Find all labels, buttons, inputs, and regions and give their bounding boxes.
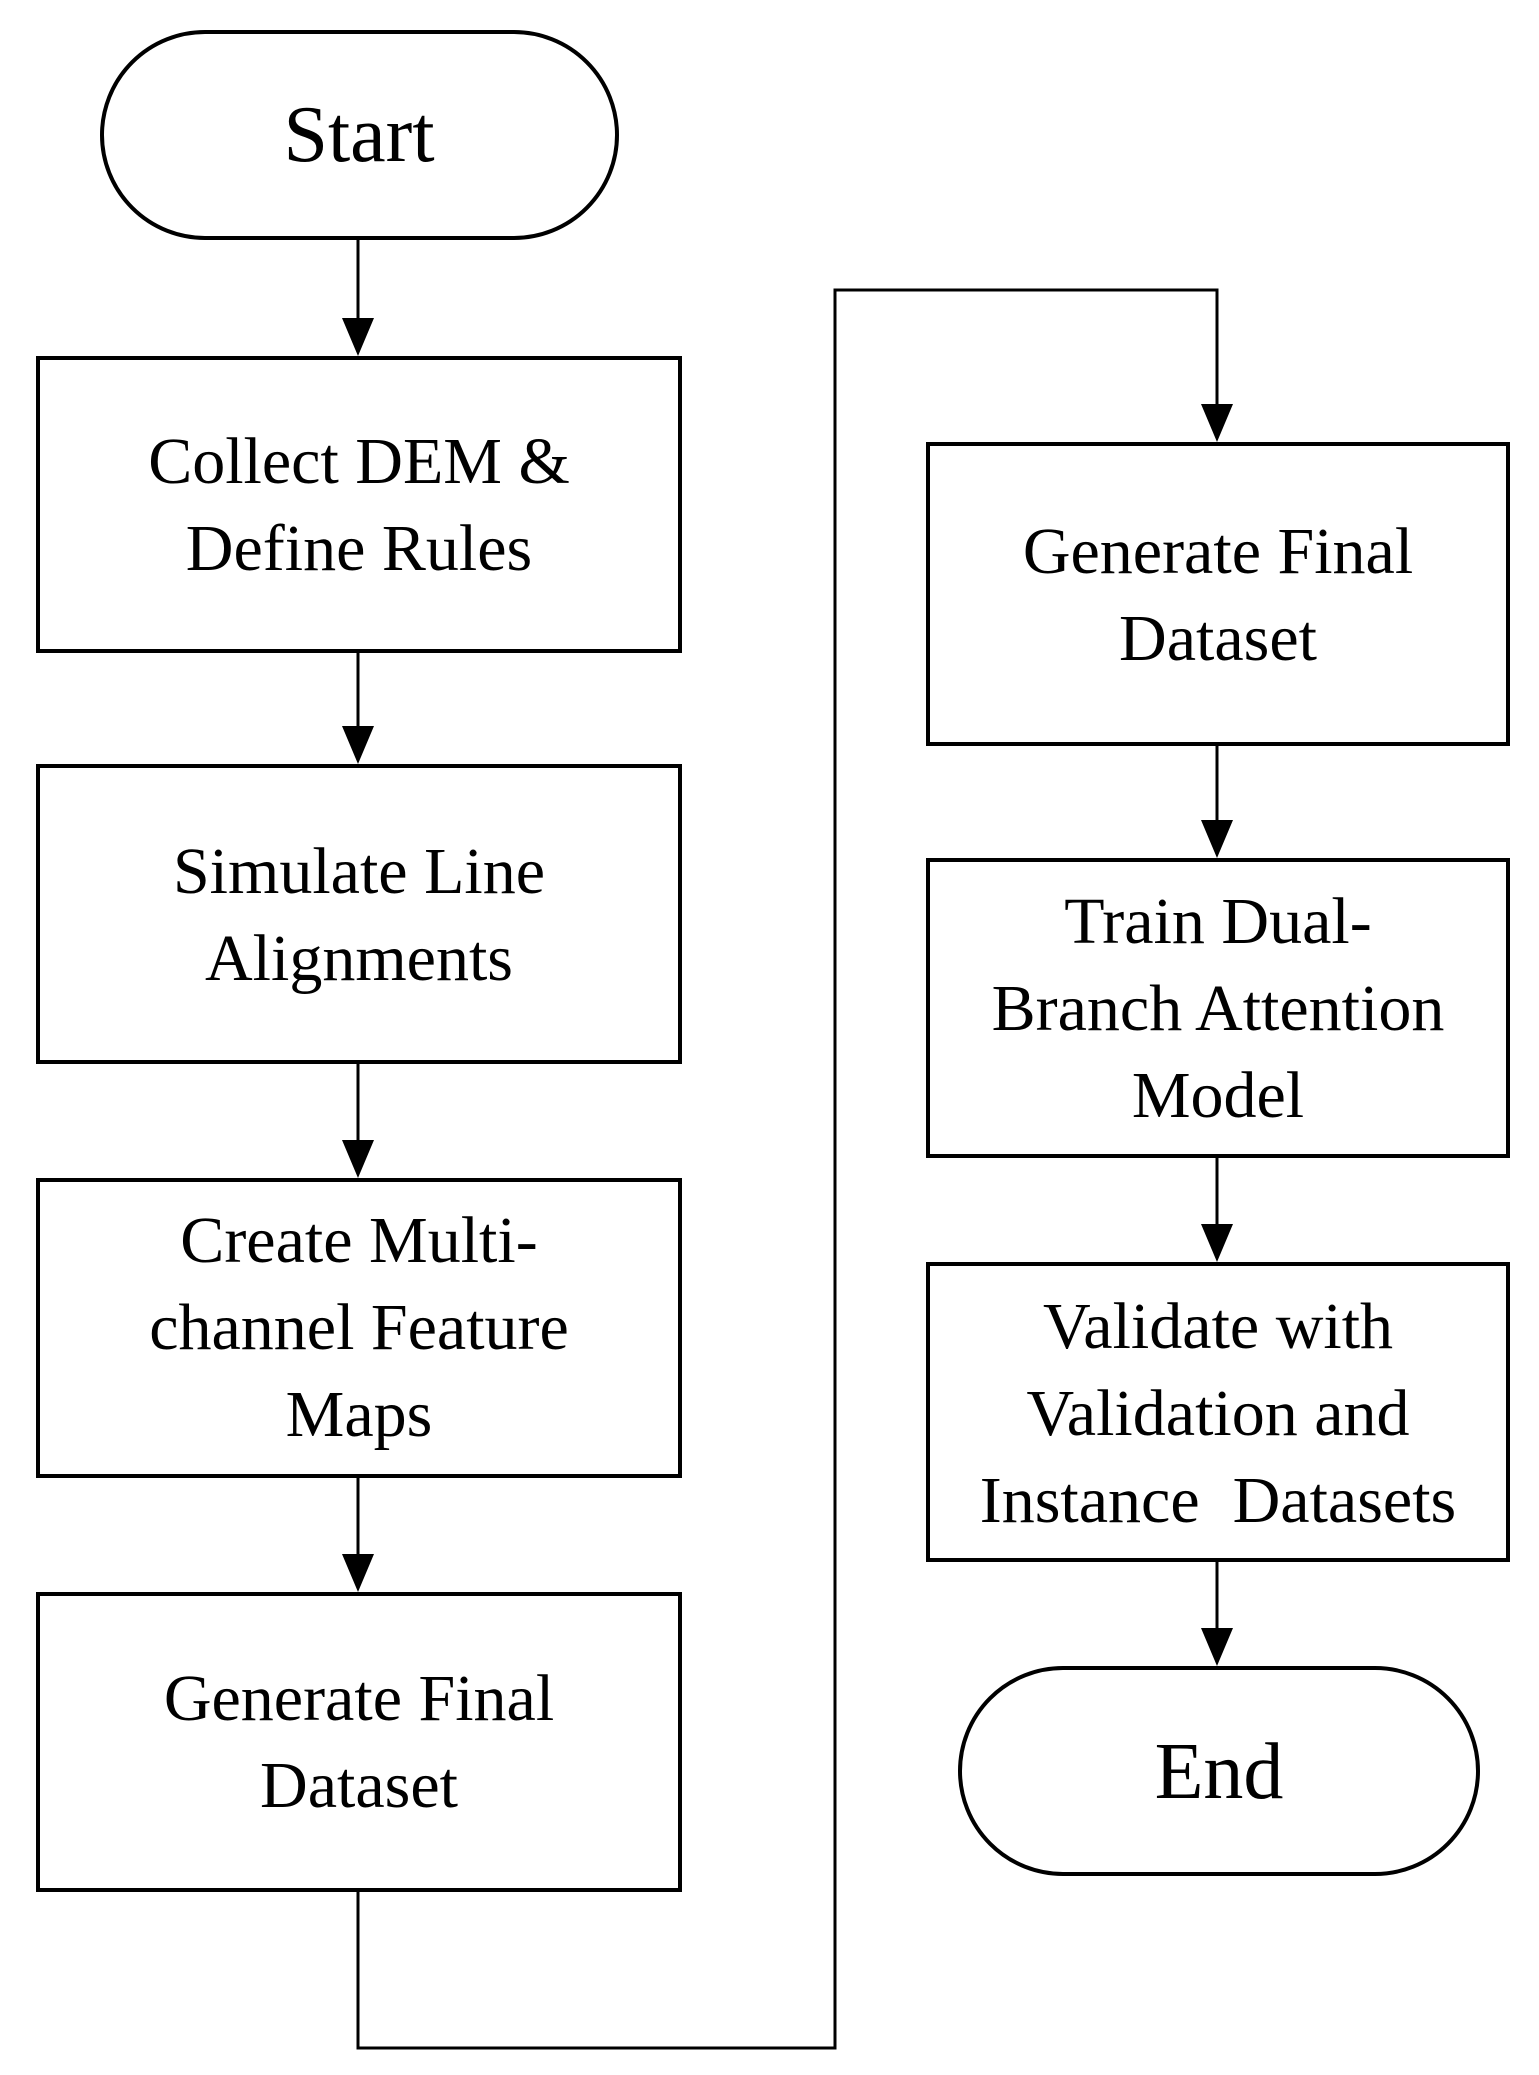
step-train-model-line-3: Model	[1132, 1059, 1304, 1132]
connector-column-crossover	[356, 288, 1219, 2050]
step-validate-line-1: Validate with	[1043, 1290, 1393, 1363]
step-simulate-alignments-line-2: Alignments	[205, 922, 513, 995]
step-validate-line-3: Instance Datasets	[980, 1464, 1456, 1537]
step-simulate-alignments-line-1: Simulate Line	[173, 835, 545, 908]
end-terminal: End	[958, 1666, 1480, 1876]
step-generate-dataset-right-box	[926, 442, 1510, 746]
step-generate-dataset-right-line-1: Generate Final	[1023, 515, 1413, 588]
arrow-head-validate-to-end	[1201, 1628, 1233, 1666]
arrow-head-simulate-to-create	[342, 1140, 374, 1178]
step-validate-line-2: Validation and	[1026, 1377, 1409, 1450]
step-create-feature-maps-line-2: channel Feature	[149, 1291, 569, 1364]
step-collect-dem-line-2: Define Rules	[186, 512, 532, 585]
arrow-head-final-to-train	[1201, 820, 1233, 858]
start-terminal-shape	[100, 30, 619, 240]
step-validate: Validate with Validation and Instance Da…	[926, 1262, 1510, 1562]
arrow-head-collect-to-simulate	[342, 726, 374, 764]
step-generate-dataset-left-box	[36, 1592, 682, 1892]
step-validate-box	[926, 1262, 1510, 1562]
step-create-feature-maps-line-1: Create Multi-	[180, 1204, 537, 1277]
end-label: End	[1155, 1728, 1284, 1816]
step-create-feature-maps-line-3: Maps	[286, 1378, 433, 1451]
connectors	[342, 240, 1233, 2050]
step-collect-dem-box	[36, 356, 682, 653]
step-train-model-line-2: Branch Attention	[992, 972, 1445, 1045]
step-train-model: Train Dual- Branch Attention Model	[926, 858, 1510, 1158]
step-simulate-alignments-box	[36, 764, 682, 1064]
step-simulate-alignments: Simulate Line Alignments	[36, 764, 682, 1064]
arrow-head-start-to-collect	[342, 318, 374, 356]
step-collect-dem-line-1: Collect DEM &	[148, 425, 570, 498]
step-train-model-line-1: Train Dual-	[1064, 885, 1371, 958]
arrow-head-create-to-generate	[342, 1554, 374, 1592]
arrow-head-crossover	[1201, 404, 1233, 442]
step-collect-dem: Collect DEM & Define Rules	[36, 356, 682, 653]
step-create-feature-maps: Create Multi- channel Feature Maps	[36, 1178, 682, 1478]
step-create-feature-maps-box	[36, 1178, 682, 1478]
step-generate-dataset-right: Generate Final Dataset	[926, 442, 1510, 746]
start-label: Start	[283, 91, 434, 179]
step-train-model-box	[926, 858, 1510, 1158]
step-generate-dataset-left: Generate Final Dataset	[36, 1592, 682, 1892]
arrow-head-train-to-validate	[1201, 1224, 1233, 1262]
start-terminal: Start	[100, 30, 619, 240]
step-generate-dataset-right-line-2: Dataset	[1119, 602, 1317, 675]
end-terminal-shape	[958, 1666, 1480, 1876]
step-generate-dataset-left-line-1: Generate Final	[164, 1662, 554, 1735]
step-generate-dataset-left-line-2: Dataset	[260, 1749, 458, 1822]
